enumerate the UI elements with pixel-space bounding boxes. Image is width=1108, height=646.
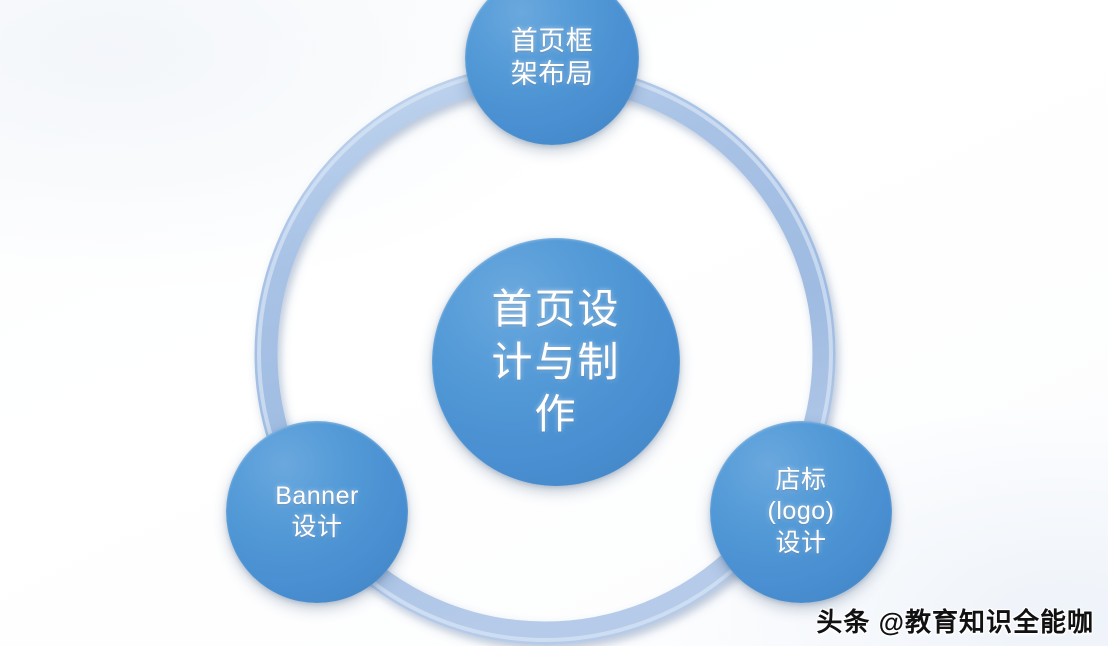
node-top-homepage-framework[interactable]: 首页框 架布局: [465, 0, 639, 145]
node-top-label: 首页框 架布局: [510, 25, 594, 89]
node-bottom-left-label: Banner 设计: [275, 482, 359, 541]
node-bottom-left-banner-design[interactable]: Banner 设计: [226, 421, 408, 603]
node-bottom-right-logo-design[interactable]: 店标 (logo) 设计: [710, 421, 892, 603]
node-center-label: 首页设 计与制 作: [491, 286, 621, 438]
watermark-text: 头条 @教育知识全能咖: [816, 607, 1094, 637]
node-center-homepage-design[interactable]: 首页设 计与制 作: [432, 238, 680, 486]
node-bottom-right-label: 店标 (logo) 设计: [767, 465, 835, 557]
